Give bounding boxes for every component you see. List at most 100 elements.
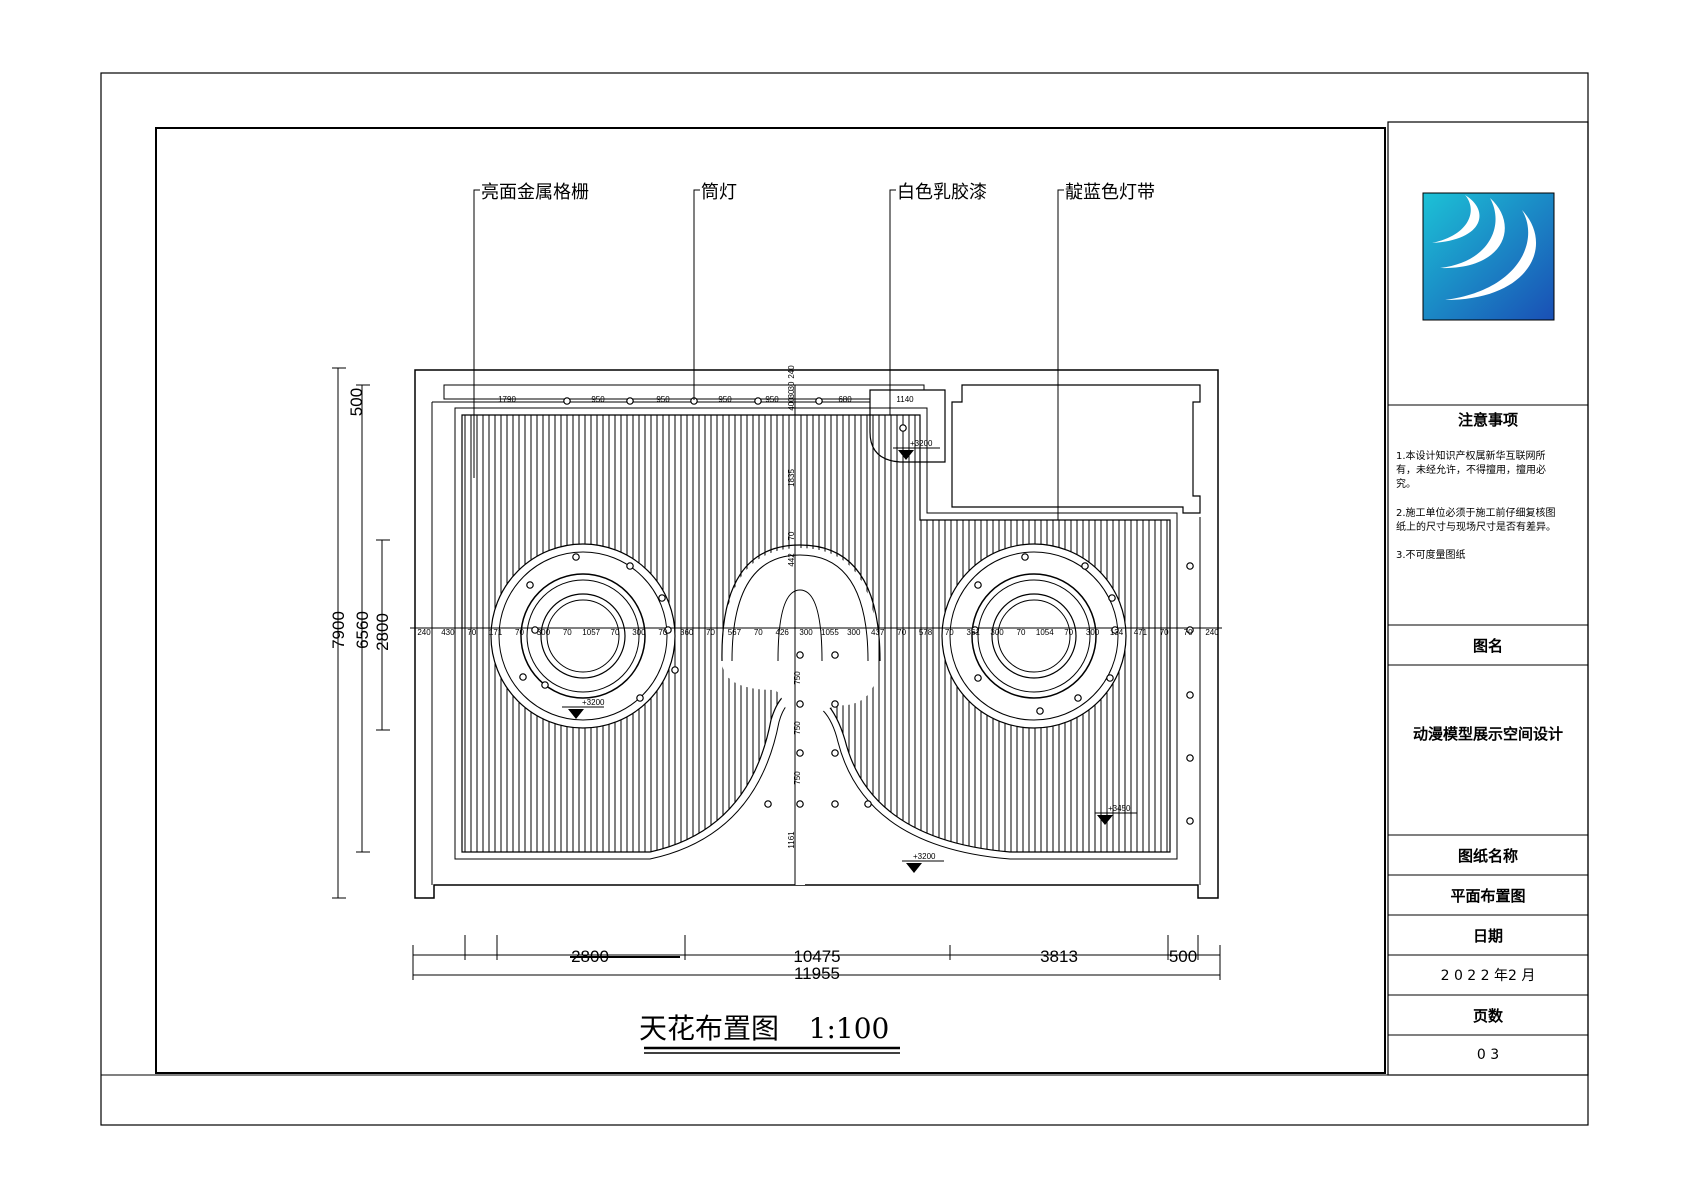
dim-mid: 426 [776,628,790,637]
dim-mid: 300 [799,628,813,637]
downlight-icon [831,700,839,708]
downlight-icon [764,800,772,808]
dim-mid: 471 [1134,628,1148,637]
dim-mid: 70 [1017,628,1026,637]
callout-led-strip: 靛蓝色灯带 [1065,182,1155,203]
dim-bottom-total: 11955 [794,964,840,983]
dim-vert: 240 [787,365,796,379]
dim-mid: 70 [1184,628,1193,637]
dim-bottom-left: 2800 [571,947,609,966]
dim-mid: 70 [467,628,476,637]
downlight-icon [541,681,549,689]
dim-vert: 750 [793,671,802,685]
drawing-name: 动漫模型展示空间设计 [1413,725,1563,743]
downlight-icon [864,800,872,808]
downlight-icon [563,397,571,405]
dim-vert: 750 [793,721,802,735]
downlight-icon [971,626,979,634]
dim-mid: 134 [1110,628,1124,637]
callout-leaders [473,189,1064,520]
dim-mid: 171 [489,628,503,637]
dim-vert: 30 [787,389,796,398]
dim-top-offset: 500 [347,388,366,416]
callout-downlight: 筒灯 [701,182,737,203]
elevation-label: +3200 [582,698,605,707]
downlight-icon [626,397,634,405]
downlight-icon [526,581,534,589]
dim-vert: 1161 [787,831,796,849]
dim-mid: 567 [728,628,742,637]
dim-mid: 300 [1086,628,1100,637]
downlight-icon [519,673,527,681]
dim-mid: 360 [680,628,694,637]
downlight-icon [1186,754,1194,762]
company-logo [1422,192,1555,321]
downlights [519,397,1194,825]
dim-mid: 430 [441,628,455,637]
callout-white-paint: 白色乳胶漆 [897,182,987,203]
dim-mid: 300 [990,628,1004,637]
dim-vert: 70 [787,531,796,540]
right-ring-light [941,543,1127,729]
downlight-icon [974,674,982,682]
dim-top: 950 [765,395,779,404]
dim-mid: 70 [945,628,954,637]
dim-mid: 240 [1205,628,1219,637]
dim-mid: 240 [417,628,431,637]
dim-bottom-center: 10475 [793,947,840,966]
note-line: 有，未经允许，不得擅用，擅用必 [1396,463,1546,476]
notes-header: 注意事项 [1458,411,1518,429]
downlight-icon [572,553,580,561]
date-value: 2 0 2 2 年2 月 [1441,968,1536,984]
dim-total-height: 7900 [329,611,348,649]
dim-mid: 70 [563,628,572,637]
dim-mid: 1054 [1036,628,1054,637]
dim-bottom-right: 3813 [1040,947,1078,966]
dim-room-height: 6560 [353,611,372,649]
dim-mid: 1055 [821,628,839,637]
dim-vert: 750 [793,771,802,785]
dim-mid: 300 [632,628,646,637]
dim-mid: 300 [537,628,551,637]
page-label: 页数 [1473,1007,1504,1025]
elevation-label: +3450 [1108,804,1131,813]
page-value: 0 3 [1477,1047,1499,1063]
dim-mid: 70 [754,628,763,637]
dim-vert: 1835 [787,469,796,487]
downlight-icon [1108,594,1116,602]
dim-top: 950 [718,395,732,404]
note-line: 3.不可度量图纸 [1396,548,1466,561]
dim-mid: 578 [919,628,933,637]
date-label: 日期 [1473,927,1503,945]
dim-top: 1790 [498,395,516,404]
downlight-icon [796,700,804,708]
note-line: 2.施工单位必须于施工前仔细复核图 [1396,506,1556,519]
downlight-icon [754,397,762,405]
downlight-icon [671,666,679,674]
left-ring-light [490,543,676,729]
elevation-markers [562,447,1137,873]
downlight-icon [815,397,823,405]
downlight-icon [831,800,839,808]
adjacent-room [951,384,1201,514]
downlight-icon [664,626,672,634]
downlight-icon [974,581,982,589]
callout-metal-grille: 亮面金属格栅 [481,182,589,203]
dim-top: 1140 [896,395,914,404]
dim-ring-height: 2800 [373,613,392,651]
downlight-icon [1036,707,1044,715]
downlight-icon [626,562,634,570]
dimensions [332,367,1221,980]
sheet-name-label: 图纸名称 [1458,847,1518,865]
dim-mid: 70 [1064,628,1073,637]
downlight-icon [531,626,539,634]
dim-mid: 70 [515,628,524,637]
downlight-icon [1081,562,1089,570]
dim-mid: 437 [871,628,885,637]
dim-top: 950 [591,395,605,404]
downlight-icon [1106,674,1114,682]
downlight-icon [1074,694,1082,702]
downlight-icon [1111,626,1119,634]
